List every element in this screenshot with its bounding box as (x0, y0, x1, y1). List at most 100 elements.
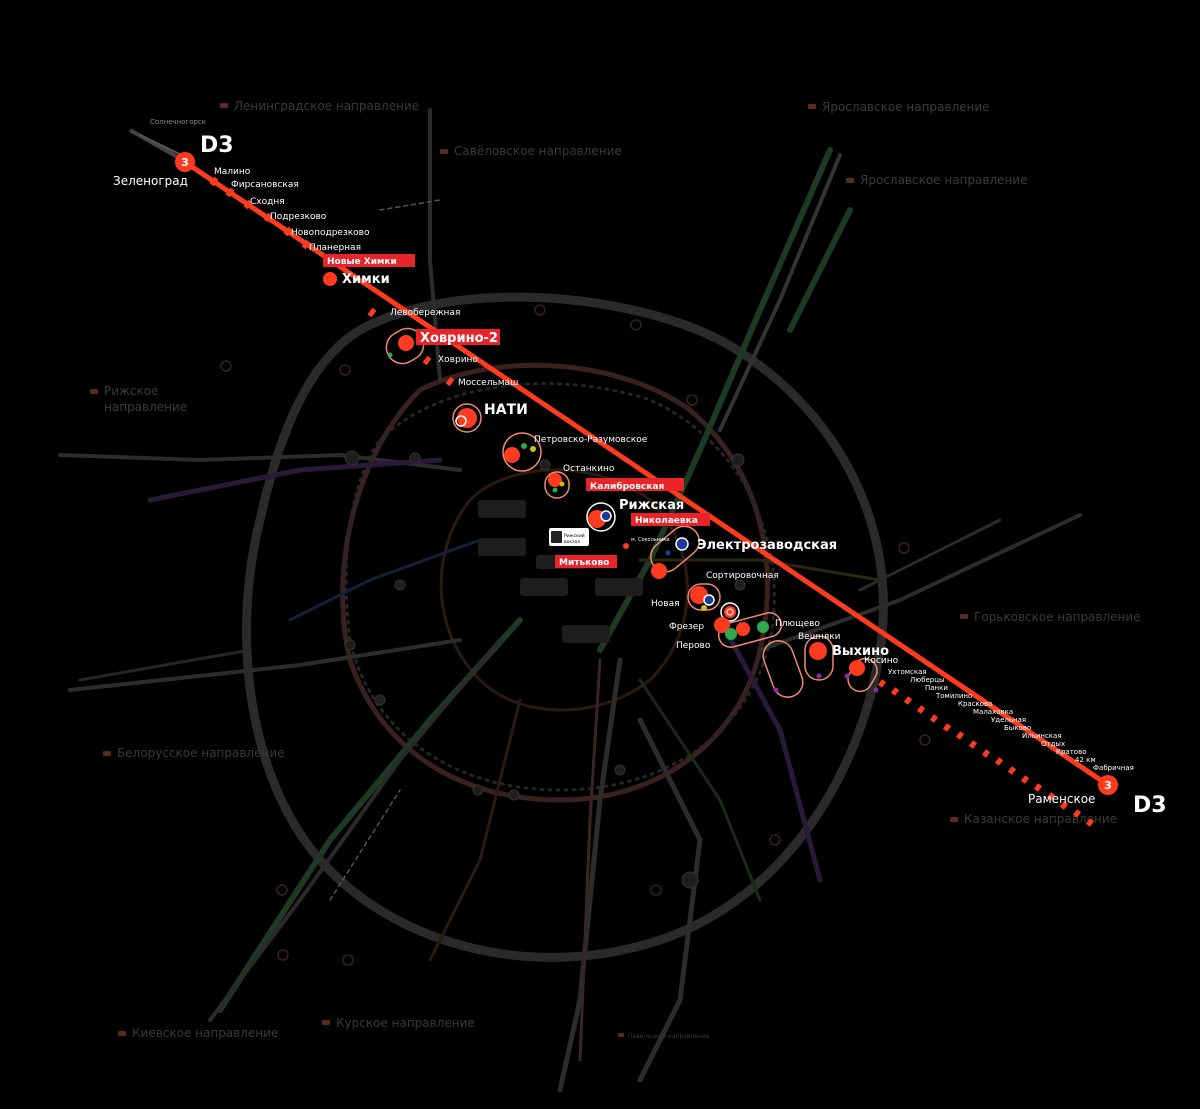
direction-leningradskoe: Ленинградское направление (234, 99, 419, 113)
circle-vykhino (809, 642, 827, 660)
radial-gray-s2 (578, 658, 602, 1062)
circle-mitkovo (651, 563, 667, 579)
direction-kievskoe: Киевское направление (132, 1026, 278, 1040)
circle-khovrino2 (398, 335, 414, 351)
terminus-start: 3 (175, 152, 195, 172)
circle-kosino (849, 660, 865, 676)
label-mosselmash: Моссельмаш (458, 378, 518, 388)
label-malakhovka: Малаховка (973, 708, 1013, 716)
radial-dashed-n (379, 199, 441, 211)
mcc-icon-perovo (725, 628, 737, 640)
mcd-icon-nati (455, 415, 467, 427)
radial-gray-w2 (68, 638, 462, 692)
radial-blue-w (288, 538, 482, 622)
direction-savelovskoe: Савёловское направление (454, 144, 622, 158)
label-ukhtomskaya: Ухтомская (888, 668, 927, 676)
background-network (58, 108, 1082, 1093)
hub-nati (452, 403, 482, 433)
south-ticks (877, 679, 1095, 827)
label-lyubertsy: Люберцы (910, 676, 945, 684)
outer-ring (242, 292, 888, 962)
label-sokolniki: м. Сокольники (631, 537, 670, 543)
label-vykhino: Выхино (832, 644, 889, 659)
label-ilinskaya: Ильинская (1022, 732, 1062, 740)
label-novye-khimki: Новые Химки (327, 257, 397, 267)
terminus-end: 3 (1098, 775, 1118, 795)
direction-rizhskoe: Рижское (104, 384, 158, 398)
label-panki: Панки (925, 684, 948, 692)
hub-rizhskaya (586, 502, 616, 532)
direction-gorkovskoe: Горьковское направление (974, 610, 1141, 624)
direction-kazanskoe: Казанское направление (964, 812, 1117, 826)
hub-petrovsko (502, 432, 542, 472)
label-ramenskoe: Раменское (1028, 792, 1095, 806)
new-station-bg-khovrino2 (416, 329, 500, 345)
circle-khimki (323, 272, 337, 286)
label-malino: Малино (214, 167, 251, 177)
label-sortirovochnaya: Сортировочная (706, 571, 779, 581)
label-kratovo: Кратово (1056, 748, 1086, 756)
label-rizhsky-vokzal-2: вокзал (564, 540, 580, 545)
circle-frezer (714, 617, 730, 633)
label-rizhskaya: Рижская (619, 498, 684, 513)
terminal-block-3 (520, 578, 568, 596)
hub-novaya-mcd (720, 602, 740, 622)
terminal-block-1 (478, 500, 526, 518)
mcc-icon-plyushchevo (757, 621, 769, 633)
station-circles (323, 272, 879, 693)
line-number-end: 3 (1104, 779, 1112, 792)
hub-vykhino (804, 635, 834, 681)
label-solnechnogorsk: Солнечногорск (150, 118, 206, 126)
terminal-block-4 (595, 578, 643, 596)
direction-yaroslavskoe-2: Ярославское направление (860, 173, 1028, 187)
direction-yaroslavskoe-1: Ярославское направление (822, 100, 990, 114)
new-station-bg-novye-khimki (323, 254, 415, 267)
direction-paveletskoe: Павелецкое направление (628, 1033, 710, 1040)
direction-labels: Ленинградское направление Савёловское на… (90, 99, 1141, 1040)
label-khovrino: Ховрино (438, 355, 478, 365)
label-tomilino: Томилино (935, 692, 972, 700)
circle-perovo (736, 622, 750, 636)
new-station-bg-kalibrovskaya (586, 478, 684, 491)
line-number-start: 3 (181, 156, 189, 169)
label-ostankino: Останкино (563, 464, 615, 474)
label-udelnaya: Удельная (991, 716, 1026, 724)
label-perovo: Перово (676, 641, 711, 651)
circle-novaya (724, 606, 736, 618)
radial-purple-w (147, 457, 443, 503)
label-levoberezhnaya: Левобережная (390, 308, 460, 318)
circle-nati (457, 408, 477, 428)
hub-veshnyaki (762, 640, 804, 698)
label-veshnyaki: Вешняки (798, 632, 841, 642)
radial-gray-ne (718, 153, 842, 432)
mcd-icon-novaya (726, 608, 734, 616)
radial-green-ne2 (787, 207, 853, 333)
label-otdykh: Отдых (1041, 740, 1065, 748)
label-zelenograd: Зеленоград (113, 174, 188, 188)
label-nikolaevka: Николаевка (635, 516, 698, 526)
radial-orange-s (428, 698, 522, 962)
radial-gray-se (637, 717, 703, 1083)
train-icon (551, 531, 562, 543)
radial-gray-e (758, 513, 1082, 652)
direction-rizhskoe-2: направление (104, 400, 187, 414)
radial-gray-sw2 (78, 648, 252, 682)
station-ticks (209, 176, 455, 387)
label-podrezkovo: Подрезково (270, 212, 327, 222)
circle-ostankino (548, 473, 562, 487)
label-nati: НАТИ (484, 402, 528, 418)
label-kalibrovskaya: Калибровская (590, 481, 664, 492)
label-novopodrezkovo: Новоподрезково (291, 228, 370, 238)
label-khimki: Химки (342, 272, 390, 287)
new-station-bg-mitkovo (555, 555, 617, 568)
radial-dark-green-se (638, 678, 762, 902)
hub-perovo (717, 612, 783, 648)
terminal-block-2 (478, 538, 526, 556)
radial-dashed-sw (329, 789, 401, 901)
radial-gray-sw (208, 638, 502, 1022)
label-kosino: Косино (864, 656, 899, 666)
label-planernaya: Планерная (309, 243, 361, 253)
metro-icon-rizhskaya (600, 510, 612, 522)
